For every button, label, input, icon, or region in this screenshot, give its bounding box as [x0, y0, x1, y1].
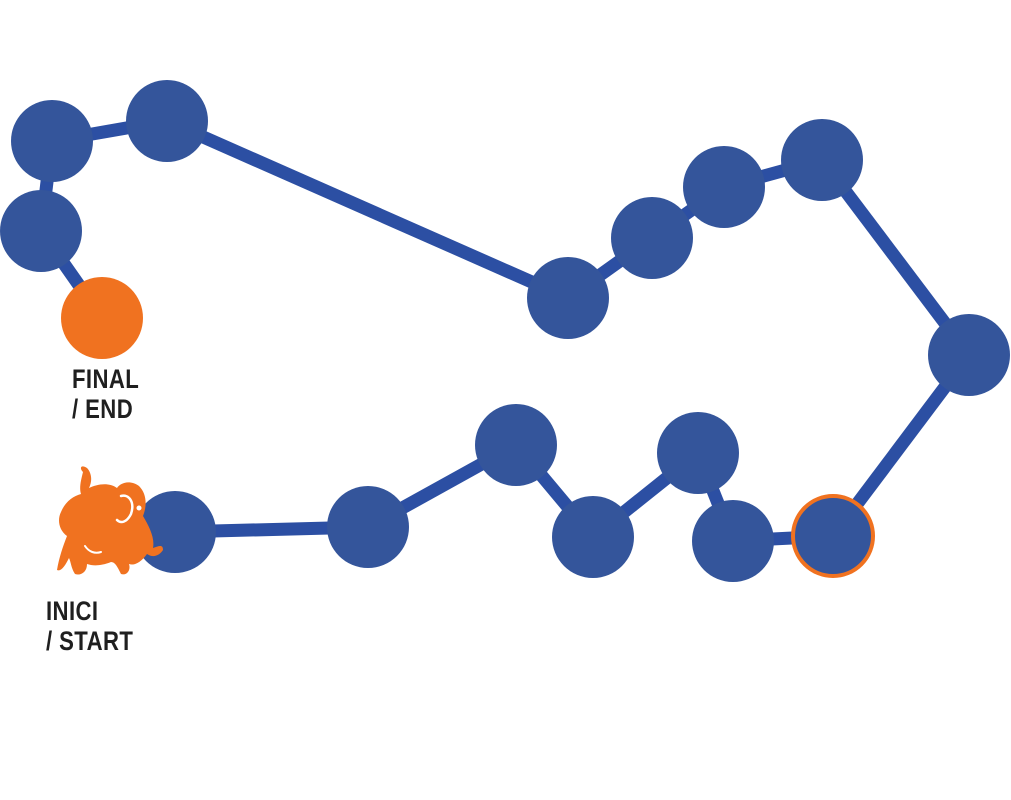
- end-label-line2: / END: [72, 394, 134, 424]
- path-step[interactable]: [126, 80, 208, 162]
- path-step-end[interactable]: [61, 277, 143, 359]
- path-step[interactable]: [475, 404, 557, 486]
- path-step[interactable]: [611, 197, 693, 279]
- path-step[interactable]: [928, 314, 1010, 396]
- path-step[interactable]: [781, 119, 863, 201]
- start-label-line1: INICI: [46, 596, 99, 626]
- start-label-line2: / START: [46, 626, 134, 656]
- start-label: INICI / START: [46, 596, 133, 656]
- path-step[interactable]: [552, 496, 634, 578]
- path-step[interactable]: [327, 486, 409, 568]
- path-step[interactable]: [692, 500, 774, 582]
- end-label-line1: FINAL: [72, 364, 140, 394]
- path-step[interactable]: [683, 146, 765, 228]
- elephant-icon: [57, 466, 163, 575]
- path-step-current[interactable]: [791, 494, 875, 578]
- path-step[interactable]: [657, 412, 739, 494]
- elephant-token-body: [57, 466, 163, 575]
- path-steps: [0, 80, 1010, 582]
- end-label: FINAL / END: [72, 364, 139, 424]
- elephant-token-eye: [136, 505, 142, 511]
- path-segment: [164, 115, 571, 304]
- elephant-token-ear: [115, 494, 134, 524]
- path-step[interactable]: [527, 257, 609, 339]
- path-step[interactable]: [0, 190, 82, 272]
- path-step[interactable]: [11, 100, 93, 182]
- elephant-token-leg-line: [84, 545, 102, 554]
